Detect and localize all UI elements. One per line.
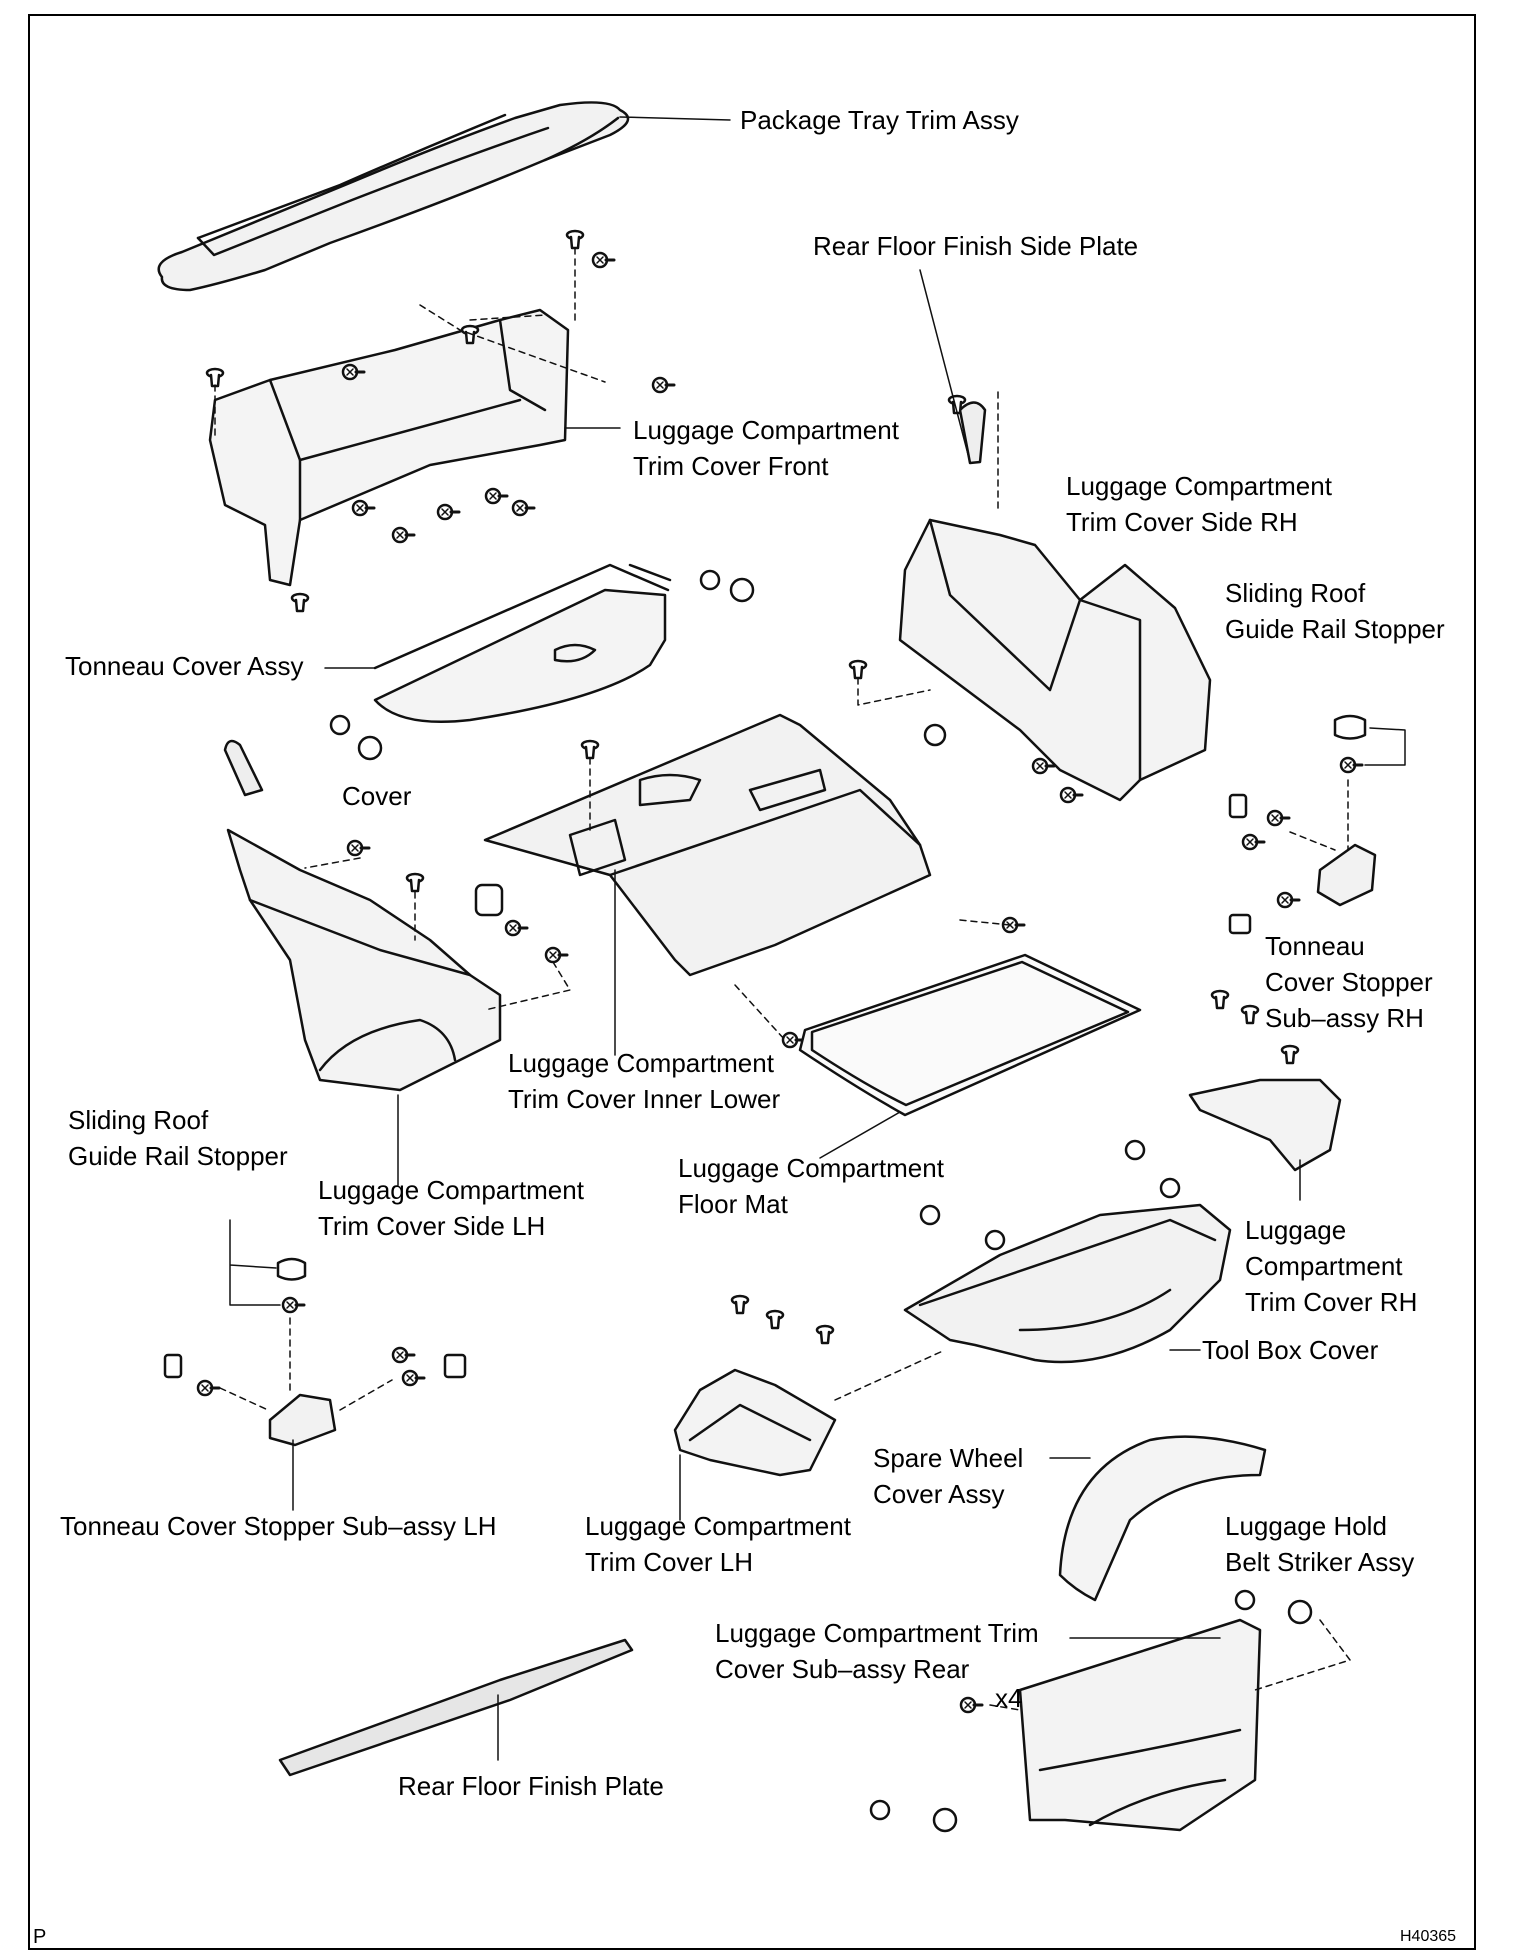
spare-wheel-cover bbox=[1049, 1435, 1267, 1602]
guide-rail-stopper-rh-group bbox=[1228, 714, 1406, 935]
guide-rail-stopper-lh-group bbox=[163, 1219, 467, 1511]
label-qty: x4 bbox=[995, 1683, 1023, 1713]
label-rear-floor-plate: Rear Floor Finish Plate bbox=[398, 1771, 664, 1801]
trim-cover-inner-lower bbox=[483, 713, 1026, 1056]
tonneau-cover bbox=[324, 563, 755, 761]
figure-code: H40365 bbox=[1400, 1928, 1457, 1945]
package-tray-trim bbox=[157, 101, 731, 292]
trim-cover-lh bbox=[673, 1294, 946, 1521]
label-tonneau-stopper-lh: Tonneau Cover Stopper Sub–assy LH bbox=[60, 1511, 497, 1541]
label-rear-floor-side-plate: Rear Floor Finish Side Plate bbox=[813, 231, 1139, 261]
trim-cover-side-rh bbox=[848, 269, 1212, 804]
trim-cover-rear bbox=[869, 1589, 1351, 1833]
trim-cover-rh bbox=[1188, 989, 1342, 1201]
trim-cover-front bbox=[205, 229, 676, 613]
label-package-tray: Package Tray Trim Assy bbox=[740, 105, 1019, 135]
corner-mark: P bbox=[33, 1926, 47, 1948]
trim-cover-side-lh bbox=[223, 739, 571, 1186]
tool-box-cover bbox=[903, 1139, 1232, 1364]
label-tool-box: Tool Box Cover bbox=[1202, 1335, 1379, 1365]
floor-mat bbox=[798, 953, 1142, 1159]
label-tonneau-cover: Tonneau Cover Assy bbox=[65, 651, 304, 681]
rear-floor-finish-plate bbox=[278, 1638, 634, 1777]
label-cover: Cover bbox=[342, 781, 412, 811]
